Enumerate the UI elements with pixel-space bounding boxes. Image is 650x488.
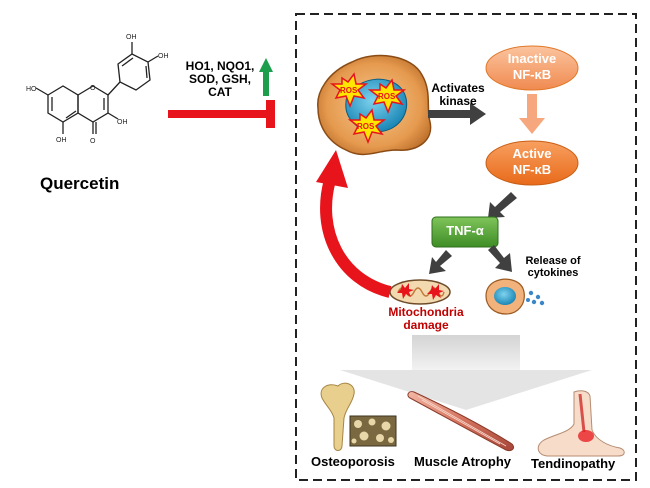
inhibition-arrow-shaft: [168, 110, 268, 118]
mitochondria-label: Mitochondria: [388, 305, 464, 319]
tnf-to-cytokine-arrow: [488, 245, 512, 272]
inhibition-bar: [266, 100, 275, 128]
antioxidant-line-3: CAT: [208, 85, 232, 99]
atom-carbonyl-o: O: [90, 138, 96, 145]
bone-illustration: [320, 382, 397, 451]
ros-burst-2: ROS: [367, 78, 407, 115]
atom-oh-bottom: OH: [56, 137, 67, 144]
active-nfkb-text: NF-κB: [512, 162, 552, 177]
tnf-alpha-label: TNF-α: [446, 223, 484, 238]
antioxidant-list: HO1, NQO1, SOD, GSH, CAT: [178, 60, 262, 99]
ros-feedback-arrow: [320, 178, 392, 298]
inactive-nfkb-label: Inactive NF-κB: [486, 51, 578, 83]
tnf-to-mito-arrow: [429, 250, 452, 274]
inactive-nfkb-text: NF-κB: [512, 67, 552, 82]
muscle-atrophy-label: Muscle Atrophy: [414, 454, 512, 469]
atom-oh-catechol-top: OH: [126, 34, 137, 41]
tendinopathy-label: Tendinopathy: [531, 456, 616, 471]
activates-label: Activates: [431, 81, 485, 95]
osteoporosis-label: Osteoporosis: [311, 454, 395, 469]
tnf-alpha-node: [431, 216, 499, 248]
atom-ring-o: O: [90, 85, 96, 92]
atom-oh-catechol-right: OH: [158, 53, 169, 60]
active-label: Active: [512, 146, 552, 161]
stressed-cell: [317, 54, 432, 156]
active-nfkb-label: Active NF-κB: [486, 146, 578, 178]
ros-feedback-arrowhead: [316, 150, 348, 188]
antioxidant-line-2: SOD, GSH,: [188, 72, 251, 86]
atom-ho-left: HO: [26, 86, 37, 93]
muscle-illustration: [407, 391, 515, 451]
release-of-label: Release of: [525, 255, 581, 267]
activation-arrow: [519, 94, 545, 134]
mitochondria-damage-label: Mitochondria damage: [378, 306, 474, 332]
kinase-label: kinase: [439, 94, 477, 108]
activates-kinase-arrow: [428, 103, 486, 125]
ros-burst-1: ROS: [329, 72, 369, 109]
mitochondrion: [389, 279, 451, 305]
outcome-funnel: [340, 335, 592, 410]
atom-oh-c3: OH: [117, 119, 128, 126]
antioxidant-line-1: HO1, NQO1,: [185, 59, 255, 73]
ros-burst-3: ROS: [347, 108, 387, 145]
foot-illustration: [537, 390, 625, 457]
cytokine-cell: [485, 278, 545, 315]
damage-label: damage: [403, 318, 449, 332]
ros-label-2: ROS: [378, 92, 396, 101]
quercetin-structure: [35, 42, 159, 134]
inactive-label: Inactive: [507, 51, 557, 66]
cytokine-release-label: Release of cytokines: [514, 255, 592, 279]
nfkb-to-tnf-arrow: [488, 192, 517, 218]
active-nfkb-node: [485, 140, 579, 186]
activates-kinase-label: Activates kinase: [422, 82, 494, 108]
ros-label-1: ROS: [340, 86, 358, 95]
pathway-dashed-frame: [295, 13, 637, 481]
quercetin-label: Quercetin: [40, 174, 120, 193]
ros-label-3: ROS: [357, 122, 375, 131]
upregulation-arrow: [259, 58, 273, 96]
inactive-nfkb-node: [485, 45, 579, 91]
cytokines-label: cytokines: [527, 267, 579, 279]
